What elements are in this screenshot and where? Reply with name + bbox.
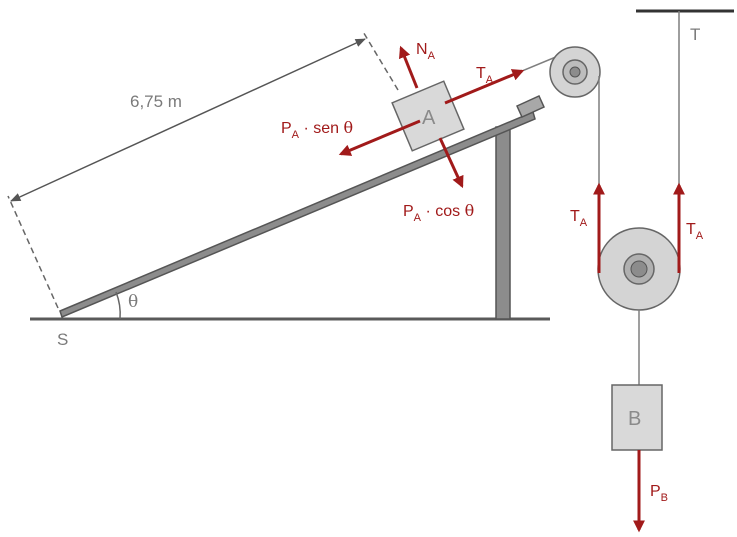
right-tension-label: TA	[686, 221, 704, 242]
dimension-line	[10, 38, 366, 202]
block-b-label: B	[628, 408, 641, 430]
dimension-extension-left	[7, 195, 59, 309]
length-label: 6,75 m	[130, 92, 182, 111]
tension-a-label: TA	[476, 65, 494, 86]
parallel-weight-arrow	[338, 119, 421, 156]
perpendicular-weight-arrow	[438, 137, 464, 189]
block-a-label: A	[422, 107, 436, 129]
weight-b-label: PB	[650, 483, 668, 504]
pulley-bracket	[516, 95, 545, 118]
moving-pulley-axle	[630, 260, 648, 278]
perpendicular-weight-label: PA · cos θ	[403, 201, 474, 224]
block-b	[611, 384, 663, 451]
dimension-extension-right	[361, 29, 399, 91]
top-pulley-axle	[569, 66, 581, 78]
normal-force-label: NA	[416, 41, 436, 62]
point-s-label: S	[57, 330, 68, 349]
parallel-weight-label: PA · sen θ	[281, 118, 353, 141]
support-post	[495, 126, 511, 320]
left-tension-label: TA	[570, 208, 588, 229]
inclined-plane	[59, 110, 536, 319]
angle-label: θ	[128, 292, 138, 312]
tension-a-arrow	[444, 69, 525, 105]
point-t-label: T	[690, 25, 700, 44]
angle-arc	[115, 291, 121, 320]
normal-force-arrow	[398, 45, 419, 89]
